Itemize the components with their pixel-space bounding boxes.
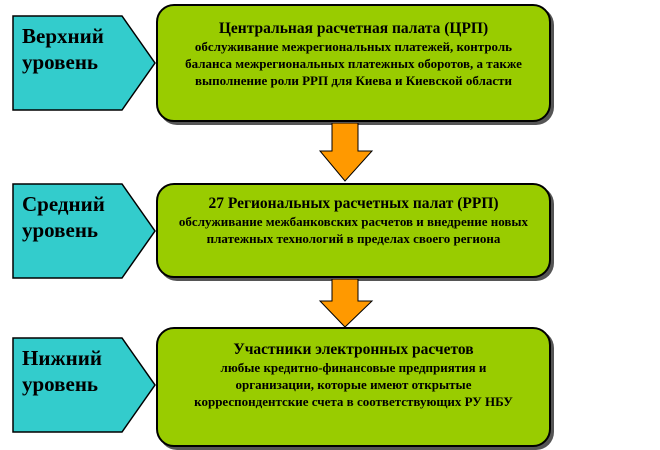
arrow-down-icon (318, 123, 374, 182)
level-name: Нижний (22, 346, 102, 370)
box-central-clearing: Центральная расчетная палата (ЦРП) обслу… (156, 4, 551, 122)
box-description: любые кредитно-финансовые предприятия и … (194, 360, 513, 409)
box-title: Центральная расчетная палата (ЦРП) (218, 20, 489, 37)
level-name: Средний (22, 192, 105, 216)
level-word: уровень (22, 372, 99, 396)
box-description: обслуживание межбанковских расчетов и вн… (178, 214, 529, 246)
box-title: Участники электронных расчетов (233, 341, 474, 358)
level-word: уровень (22, 50, 99, 74)
level-name: Верхний (22, 24, 104, 48)
level-word: уровень (22, 218, 99, 242)
box-participants: Участники электронных расчетов любые кре… (156, 327, 551, 447)
box-title: 27 Региональных расчетных палат (РРП) (208, 195, 499, 212)
arrow-down-icon (318, 279, 374, 328)
box-regional-clearing: 27 Региональных расчетных палат (РРП) об… (156, 183, 551, 278)
box-description: обслуживание межрегиональных платежей, к… (185, 39, 522, 88)
